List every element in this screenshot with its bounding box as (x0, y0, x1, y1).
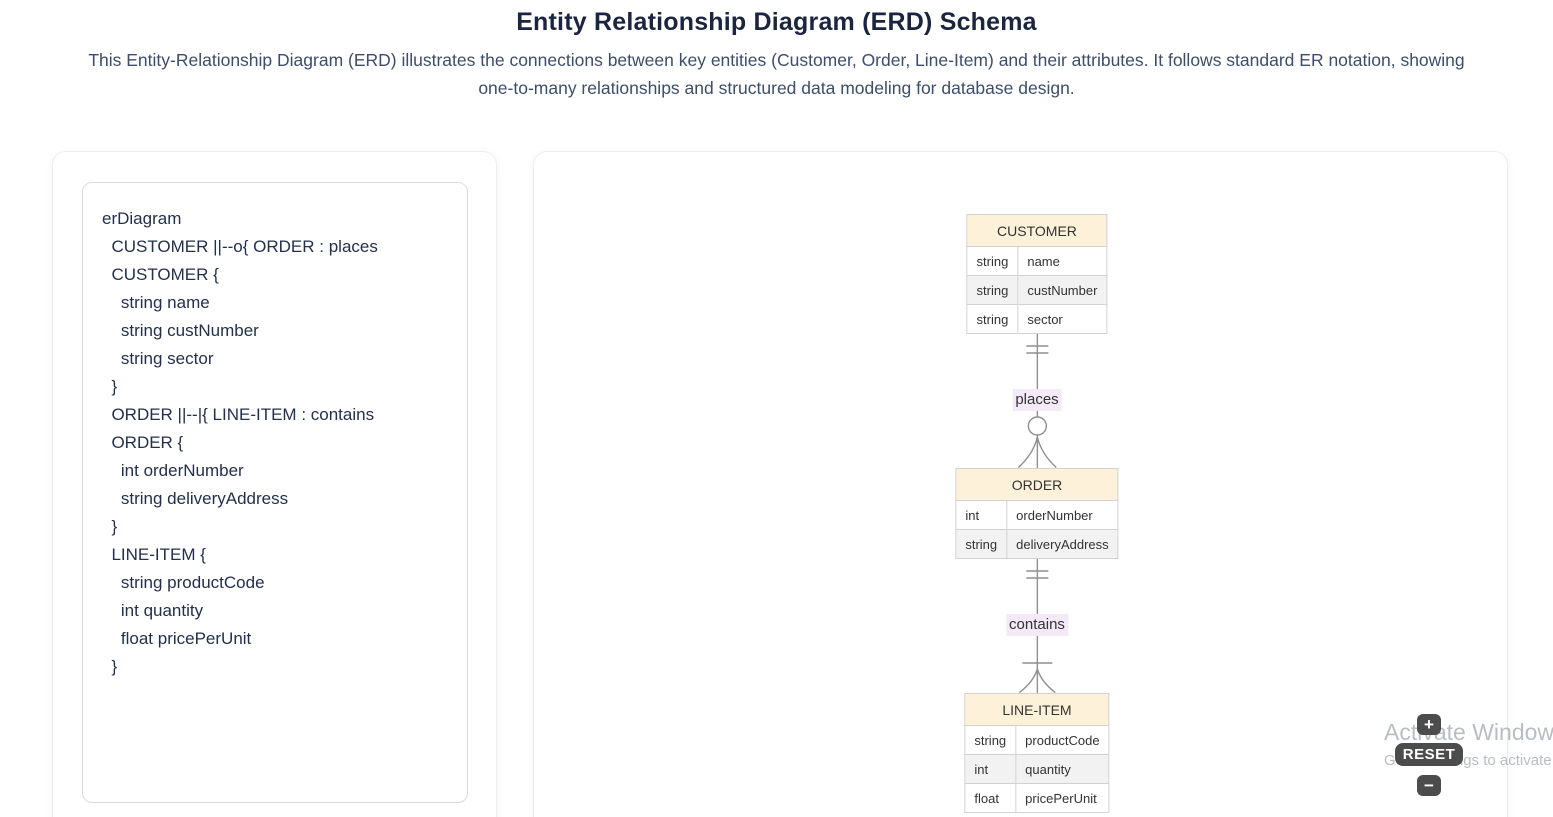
entity-attribute-row: string name (966, 246, 1108, 276)
attribute-name: productCode (1015, 725, 1110, 755)
attribute-type: string (955, 529, 1008, 559)
code-line: } (102, 517, 118, 536)
attribute-name: name (1017, 246, 1108, 276)
relationship-order-lineitem: contains (997, 559, 1077, 693)
zoom-out-button[interactable]: − (1417, 775, 1441, 796)
page-title: Entity Relationship Diagram (ERD) Schema (516, 8, 1037, 36)
code-line: string productCode (102, 573, 265, 592)
entity-attribute-row: string sector (966, 304, 1108, 334)
attribute-name: orderNumber (1006, 500, 1119, 530)
code-line: string name (102, 293, 210, 312)
attribute-type: int (955, 500, 1008, 530)
code-line: string custNumber (102, 321, 259, 340)
code-line: } (102, 377, 118, 396)
page-header: Entity Relationship Diagram (ERD) Schema… (0, 0, 1553, 102)
zoom-reset-button[interactable]: RESET (1395, 743, 1463, 766)
mermaid-code-block: erDiagram CUSTOMER ||--o{ ORDER : places… (82, 182, 468, 803)
entity-attribute-row: int orderNumber (955, 500, 1119, 530)
entity-attribute-row: string productCode (964, 725, 1110, 755)
code-line: CUSTOMER ||--o{ ORDER : places (102, 237, 378, 256)
attribute-type: float (964, 783, 1017, 813)
zero-marker-icon (1027, 416, 1047, 436)
crow-foot-icon (1036, 436, 1057, 468)
entity-lineitem: LINE-ITEM string productCode int quantit… (964, 693, 1110, 813)
attribute-type: string (966, 304, 1019, 334)
entity-order-title: ORDER (955, 468, 1119, 501)
entity-attribute-row: string custNumber (966, 275, 1108, 305)
code-line: int orderNumber (102, 461, 244, 480)
crow-foot-icon (1036, 668, 1056, 693)
attribute-name: sector (1017, 304, 1108, 334)
attribute-name: pricePerUnit (1015, 783, 1110, 813)
attribute-type: string (966, 246, 1019, 276)
relationship-label-places: places (1012, 389, 1062, 411)
crow-foot-icon (1018, 668, 1038, 693)
erd-diagram-canvas[interactable]: CUSTOMER string name string custNumber s… (955, 214, 1119, 813)
relationship-label-contains: contains (1006, 614, 1068, 636)
code-line: string deliveryAddress (102, 489, 289, 508)
zoom-in-button[interactable]: + (1417, 714, 1441, 735)
attribute-name: custNumber (1017, 275, 1108, 305)
code-lines: erDiagram CUSTOMER ||--o{ ORDER : places… (102, 205, 453, 681)
entity-lineitem-title: LINE-ITEM (964, 693, 1110, 726)
code-line: CUSTOMER { (102, 265, 219, 284)
attribute-type: string (966, 275, 1019, 305)
entity-customer-title: CUSTOMER (966, 214, 1108, 247)
page-subtitle: This Entity-Relationship Diagram (ERD) i… (88, 50, 1465, 98)
code-line: ORDER { (102, 433, 184, 452)
code-line: string sector (102, 349, 214, 368)
diagram-panel: CUSTOMER string name string custNumber s… (533, 151, 1508, 817)
entity-attribute-row: int quantity (964, 754, 1110, 784)
code-line: erDiagram (102, 209, 182, 228)
code-line: int quantity (102, 601, 204, 620)
entity-customer: CUSTOMER string name string custNumber s… (966, 214, 1108, 334)
attribute-type: int (964, 754, 1017, 784)
entity-attribute-row: float pricePerUnit (964, 783, 1110, 813)
code-line: LINE-ITEM { (102, 545, 206, 564)
entity-attribute-row: string deliveryAddress (955, 529, 1119, 559)
code-line: float pricePerUnit (102, 629, 252, 648)
crow-foot-icon (1017, 436, 1038, 468)
attribute-name: deliveryAddress (1006, 529, 1119, 559)
code-line: ORDER ||--|{ LINE-ITEM : contains (102, 405, 375, 424)
code-panel: erDiagram CUSTOMER ||--o{ ORDER : places… (52, 151, 497, 817)
entity-order: ORDER int orderNumber string deliveryAdd… (955, 468, 1119, 559)
code-line: } (102, 657, 118, 676)
attribute-type: string (964, 725, 1017, 755)
diagram-zoom-controls: + RESET − (1395, 714, 1463, 796)
relationship-customer-order: places (997, 334, 1077, 468)
attribute-name: quantity (1015, 754, 1110, 784)
